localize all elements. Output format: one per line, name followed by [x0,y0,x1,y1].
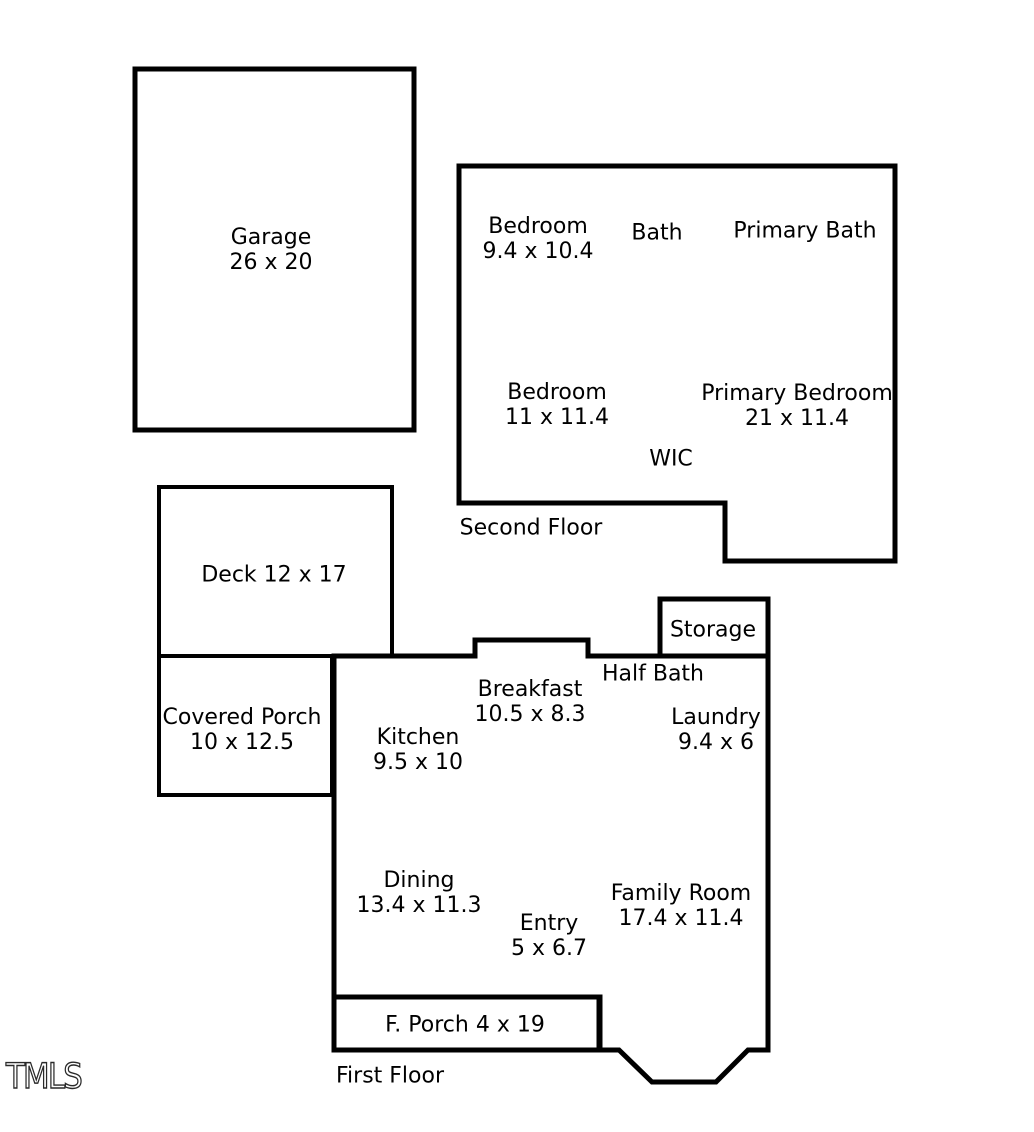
first-floor-caption: First Floor [335,1063,445,1089]
room-label-laundry: Laundry 9.4 x 6 [671,705,761,755]
room-label-primary-bath: Primary Bath [733,219,876,244]
room-label-bath: Bath [631,221,682,246]
room-label-bedroom-1: Bedroom 9.4 x 10.4 [483,214,594,264]
room-name: Half Bath [601,661,705,687]
room-label-deck: Deck 12 x 17 [201,563,346,588]
second-floor-outline [456,163,898,564]
room-label-dining: Dining 13.4 x 11.3 [357,868,482,918]
room-dims: 5 x 6.7 [511,936,587,961]
room-name: Storage [669,617,757,643]
room-label-garage: Garage 26 x 20 [230,225,313,275]
room-name: Bedroom [488,214,588,239]
room-name: Family Room [610,881,752,906]
room-label-wic: WIC [649,447,693,472]
room-dims: 9.4 x 10.4 [482,239,594,264]
room-label-kitchen: Kitchen 9.5 x 10 [373,725,463,775]
room-label-family-room: Family Room 17.4 x 11.4 [611,881,751,931]
room-label-half-bath: Half Bath [602,662,704,687]
room-name: Kitchen [376,725,460,750]
room-label-breakfast: Breakfast 10.5 x 8.3 [475,677,586,727]
room-label-entry: Entry 5 x 6.7 [511,911,587,961]
room-name: WIC [649,446,693,472]
room-name: Primary Bedroom [701,381,893,406]
room-dims: 10.5 x 8.3 [474,702,586,727]
room-dims: 26 x 20 [229,250,313,275]
room-name: Deck 12 x 17 [201,562,347,588]
room-name: Breakfast [477,677,583,702]
room-label-storage: Storage [670,618,756,643]
room-label-primary-bedroom: Primary Bedroom 21 x 11.4 [701,381,893,431]
room-name: Covered Porch [162,705,322,730]
tmls-watermark: TMLS [5,1056,83,1097]
room-label-covered-porch: Covered Porch 10 x 12.5 [163,705,322,755]
room-dims: 21 x 11.4 [745,406,849,431]
room-name: F. Porch 4 x 19 [385,1012,545,1038]
room-dims: 9.5 x 10 [373,750,463,775]
room-dims: 11 x 11.4 [505,405,609,430]
garage-outline [132,66,417,433]
room-dims: 9.4 x 6 [678,730,754,755]
room-name: Dining [383,868,455,893]
room-dims: 10 x 12.5 [190,730,294,755]
front-porch-outline [331,994,602,1053]
room-name: Primary Bath [733,218,877,244]
room-name: Bedroom [507,380,607,405]
room-dims: 17.4 x 11.4 [618,906,744,931]
room-label-front-porch: F. Porch 4 x 19 [385,1013,545,1038]
room-name: Bath [631,220,683,246]
room-label-bedroom-2: Bedroom 11 x 11.4 [505,380,609,430]
room-name: Garage [230,225,312,250]
room-dims: 13.4 x 11.3 [356,893,482,918]
room-name: Entry [519,911,579,936]
second-floor-caption: Second Floor [459,515,603,541]
room-name: Laundry [671,705,761,730]
